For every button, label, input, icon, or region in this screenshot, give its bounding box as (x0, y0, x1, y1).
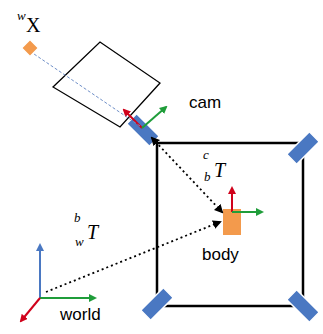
rotor (141, 288, 174, 321)
node-label: world (60, 306, 101, 325)
transform-connector (152, 138, 222, 212)
rotor (287, 290, 320, 323)
camera-frustum (53, 42, 160, 127)
rotor (287, 132, 320, 165)
camera-node: cam (132, 92, 232, 144)
node-label: body (202, 246, 239, 265)
body-node: body (198, 206, 266, 268)
edge-label: T (87, 221, 98, 243)
world-axis (39, 245, 41, 298)
world-axis (40, 297, 95, 299)
body-axis (231, 188, 233, 212)
body-axis (232, 211, 262, 213)
frame-index: b (204, 170, 211, 184)
world-node: world (16, 236, 112, 328)
node-label: cam (189, 94, 221, 113)
frame-index: w (75, 235, 84, 249)
frame-index: w (17, 9, 26, 23)
node-label: X (26, 14, 40, 36)
cam-axis (142, 107, 166, 128)
world-axis (21, 298, 40, 321)
rotors (127, 114, 320, 323)
transform-connector (34, 54, 140, 126)
frame-index: c (203, 148, 209, 162)
transform-connector (46, 222, 220, 292)
point-marker (22, 40, 39, 57)
frame-index: b (74, 211, 81, 225)
edge-label: T (214, 159, 225, 181)
